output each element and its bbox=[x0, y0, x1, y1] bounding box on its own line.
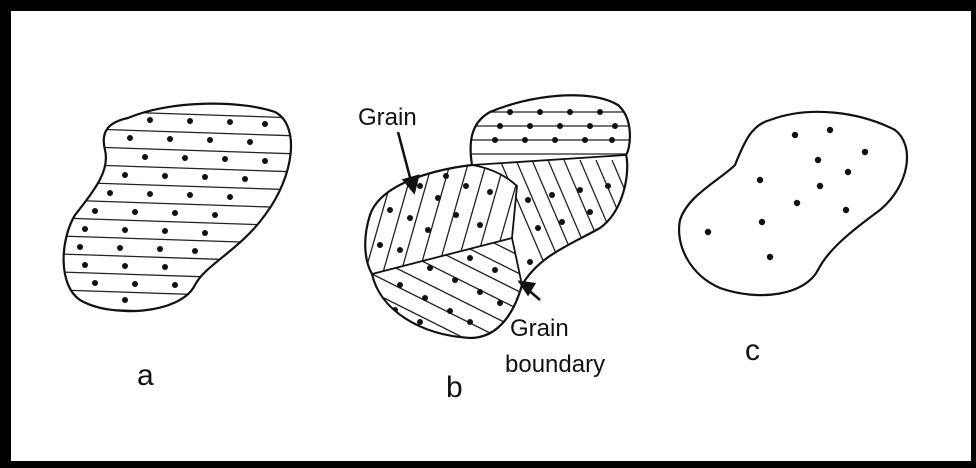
amorphous-solid bbox=[679, 112, 907, 295]
grain-arrow bbox=[398, 132, 418, 192]
panel-a-label: a bbox=[137, 359, 154, 392]
grain-boundary-label-line2: boundary bbox=[505, 351, 605, 378]
single-crystal-grain bbox=[60, 104, 300, 316]
panel-c-label: c bbox=[745, 334, 760, 367]
grain-boundary-arrow bbox=[520, 282, 540, 300]
panel-b-label: b bbox=[446, 371, 463, 404]
grain-label: Grain bbox=[358, 104, 417, 131]
grain-boundary-label-line1: Grain bbox=[510, 315, 569, 342]
